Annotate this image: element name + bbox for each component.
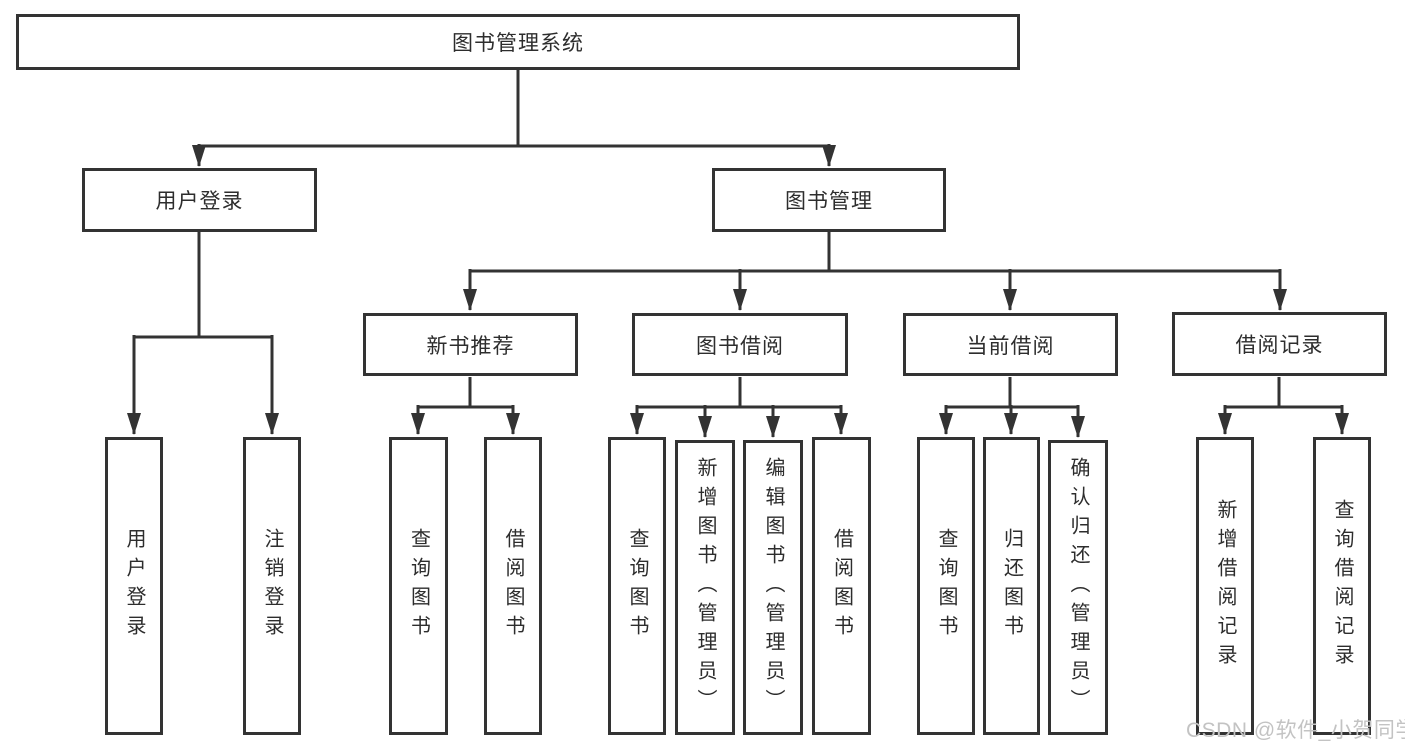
node-system-root: 图书管理系统 — [16, 14, 1020, 70]
edge-new-book-to-leaves — [411, 377, 520, 435]
node-book-management: 图书管理 — [712, 168, 946, 232]
edge-borrow-record-to-leaves — [1218, 377, 1349, 435]
node-label: 编辑图书（管理员） — [762, 457, 784, 718]
leaf-query-borrow-record: 查询借阅记录 — [1313, 437, 1371, 735]
leaf-logout: 注销登录 — [243, 437, 301, 735]
node-label: 用户登录 — [155, 190, 244, 213]
edge-root-to-level2 — [192, 70, 836, 167]
node-new-book-recommendation: 新书推荐 — [363, 313, 578, 376]
node-borrowing-records: 借阅记录 — [1172, 312, 1387, 376]
node-label: 借阅图书 — [830, 528, 853, 644]
leaf-borrow-book-under-borrowing: 借阅图书 — [812, 437, 871, 735]
edge-user-login-to-leaves — [127, 232, 279, 435]
node-label: 归还图书 — [1000, 528, 1023, 644]
csdn-watermark: CSDN @软件_小贺同学 — [1186, 719, 1405, 742]
leaf-query-book-under-borrowing: 查询图书 — [608, 437, 666, 735]
edge-book-mgmt-to-sections — [463, 232, 1287, 311]
node-label: 借阅记录 — [1235, 334, 1324, 357]
node-label: 查询借阅记录 — [1331, 499, 1353, 673]
leaf-add-borrow-record: 新增借阅记录 — [1196, 437, 1254, 735]
node-label: 借阅图书 — [502, 528, 524, 644]
node-label: 确认归还（管理员） — [1067, 457, 1089, 718]
node-label: 图书借阅 — [696, 334, 784, 358]
node-current-borrowing: 当前借阅 — [903, 313, 1118, 376]
node-label: 图书管理系统 — [452, 32, 584, 55]
node-label: 注销登录 — [261, 528, 283, 644]
leaf-user-login: 用户登录 — [105, 437, 163, 735]
node-label: 查询图书 — [935, 528, 957, 644]
node-label: 新书推荐 — [426, 334, 515, 358]
node-label: 用户登录 — [123, 528, 145, 644]
node-label: 图书管理 — [785, 190, 873, 213]
leaf-add-book-admin: 新增图书（管理员） — [675, 440, 735, 735]
edge-book-borrow-to-leaves — [630, 377, 848, 438]
node-user-login: 用户登录 — [82, 168, 317, 232]
node-label: 查询图书 — [626, 528, 648, 644]
leaf-return-book: 归还图书 — [983, 437, 1040, 735]
node-book-borrowing: 图书借阅 — [632, 313, 848, 376]
leaf-confirm-return-admin: 确认归还（管理员） — [1048, 440, 1108, 735]
leaf-edit-book-admin: 编辑图书（管理员） — [743, 440, 803, 735]
leaf-borrow-book-under-new-book: 借阅图书 — [484, 437, 542, 735]
node-label: 新增借阅记录 — [1214, 499, 1236, 673]
node-label: 当前借阅 — [966, 334, 1055, 358]
node-label: 查询图书 — [407, 528, 430, 644]
leaf-query-book-under-new-book: 查询图书 — [389, 437, 448, 735]
leaf-query-book-under-current: 查询图书 — [917, 437, 975, 735]
node-label: 新增图书（管理员） — [694, 457, 716, 718]
edge-current-borrow-to-leaves — [939, 377, 1085, 438]
